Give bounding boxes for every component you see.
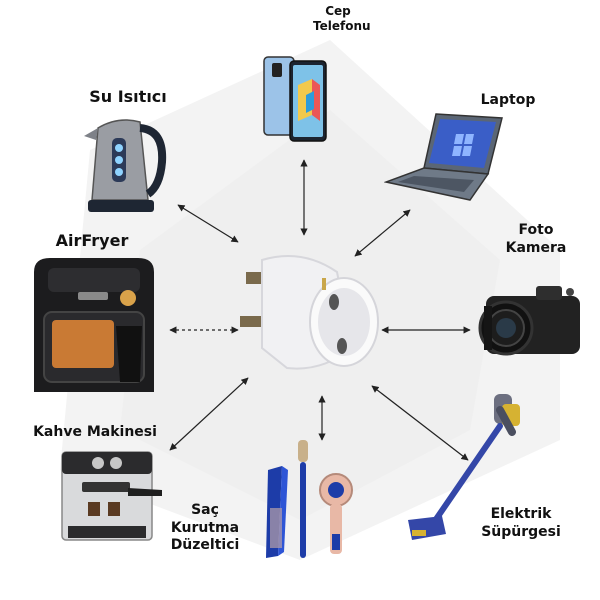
coffee-machine-icon: [61, 451, 162, 541]
smartphone-icon: [263, 56, 327, 142]
kettle-icon: [84, 119, 167, 212]
camera-icon: [478, 286, 580, 356]
label-vacuum: Elektrik Süpürgesi: [481, 506, 561, 540]
label-coffee: Kahve Makinesi: [33, 424, 157, 440]
label-camera: Foto Kamera: [505, 222, 567, 256]
plug-adapter-icon: [240, 255, 379, 370]
label-phone: Cep Telefonu: [313, 4, 371, 33]
vacuum-cleaner-icon: [408, 394, 520, 540]
arrow-vacuum: [371, 385, 469, 461]
arrow-laptop: [354, 209, 411, 257]
label-airfryer: AirFryer: [55, 231, 129, 250]
laptop-icon: [384, 113, 503, 201]
label-laptop: Laptop: [480, 92, 536, 108]
airfryer-icon: [34, 258, 154, 392]
hair-dryer-straightener-icon: [266, 440, 353, 558]
label-kettle: Su Isıtıcı: [89, 87, 167, 106]
label-hair: Saç Kurutma Düzeltici: [170, 502, 240, 553]
arrow-kettle: [177, 204, 239, 243]
arrow-coffee: [169, 377, 249, 451]
